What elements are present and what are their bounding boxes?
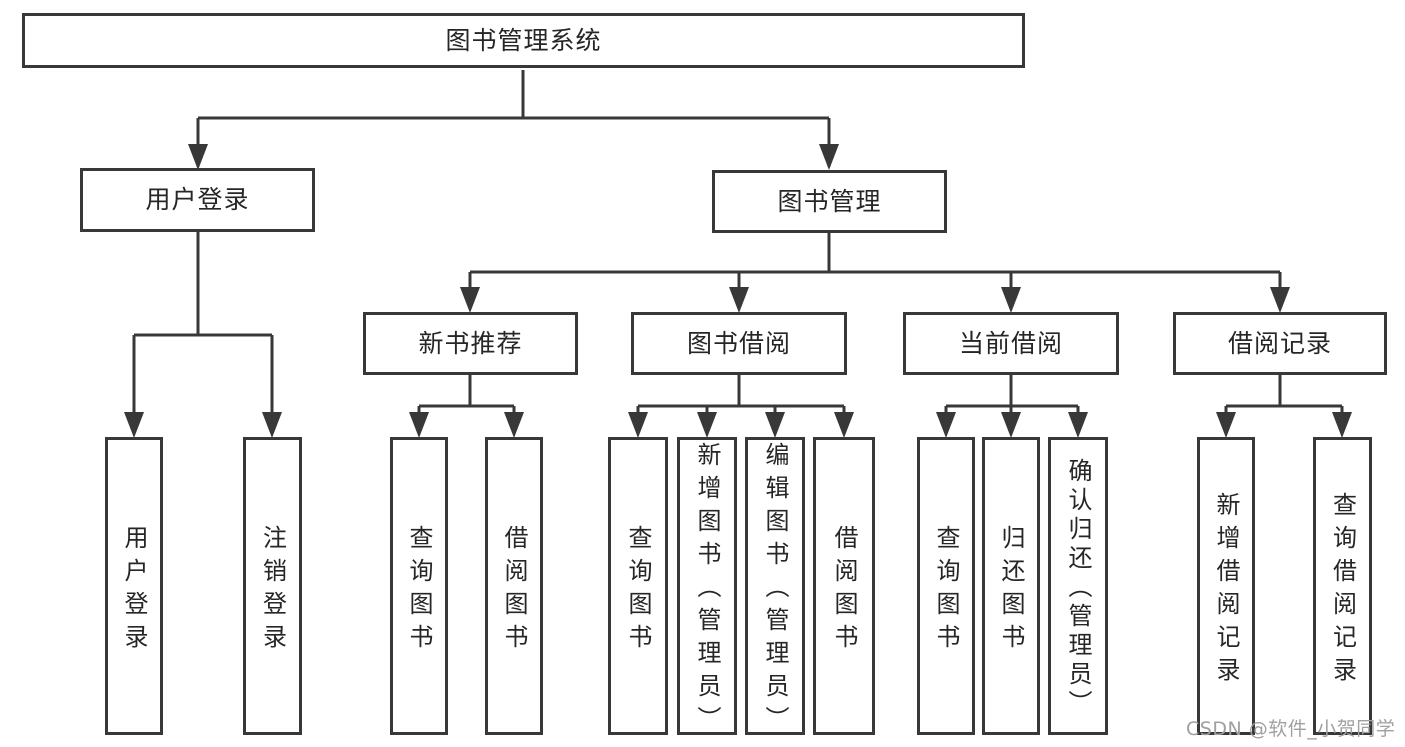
node-borrow-records: 借阅记录 (1173, 312, 1387, 375)
leaf-label: 新增图书（管理员） (693, 442, 721, 739)
leaf-search-borrow-record: 查询借阅记录 (1313, 437, 1372, 735)
node-label: 当前借阅 (958, 328, 1063, 358)
leaf-label: 注销登录 (258, 524, 287, 657)
leaf-label: 借阅图书 (500, 524, 528, 657)
leaf-label: 用户登录 (120, 524, 148, 657)
leaf-confirm-return-admin: 确认归还（管理员） (1048, 437, 1108, 735)
leaf-user-login: 用户登录 (105, 437, 163, 735)
node-label: 图书管理系统 (445, 25, 602, 55)
leaf-label: 借阅图书 (830, 524, 858, 657)
node-book-management: 图书管理 (712, 170, 947, 233)
node-new-book-recommend: 新书推荐 (363, 312, 578, 375)
leaf-return-books: 归还图书 (982, 437, 1040, 735)
leaf-label: 查询借阅记录 (1328, 491, 1357, 690)
leaf-search-books-current: 查询图书 (917, 437, 975, 735)
leaf-label: 查询图书 (624, 524, 652, 657)
node-user-login: 用户登录 (80, 168, 315, 232)
node-label: 新书推荐 (418, 328, 523, 358)
node-label: 用户登录 (145, 185, 250, 214)
leaf-search-books-recommend: 查询图书 (390, 437, 448, 735)
leaf-borrow-books: 借阅图书 (813, 437, 875, 735)
node-book-borrow: 图书借阅 (631, 312, 847, 375)
leaf-add-books-admin: 新增图书（管理员） (677, 437, 737, 739)
csdn-watermark: CSDN @软件_小贺同学 (1186, 718, 1396, 740)
node-library-management-system: 图书管理系统 (22, 13, 1025, 68)
leaf-edit-books-admin: 编辑图书（管理员） (745, 437, 805, 739)
leaf-label: 归还图书 (997, 524, 1025, 657)
leaf-label: 确认归还（管理员） (1064, 458, 1092, 719)
leaf-borrow-books-recommend: 借阅图书 (485, 437, 543, 735)
node-label: 图书借阅 (686, 328, 791, 358)
node-label: 借阅记录 (1227, 328, 1332, 358)
leaf-search-books-borrow: 查询图书 (608, 437, 668, 735)
leaf-logout-login: 注销登录 (243, 437, 302, 735)
leaf-label: 查询图书 (932, 524, 960, 657)
node-label: 图书管理 (777, 186, 882, 216)
leaf-label: 编辑图书（管理员） (761, 442, 789, 739)
leaf-add-borrow-record: 新增借阅记录 (1197, 437, 1255, 735)
leaf-label: 新增借阅记录 (1212, 491, 1240, 690)
node-current-borrow: 当前借阅 (903, 312, 1119, 375)
leaf-label: 查询图书 (405, 524, 433, 657)
